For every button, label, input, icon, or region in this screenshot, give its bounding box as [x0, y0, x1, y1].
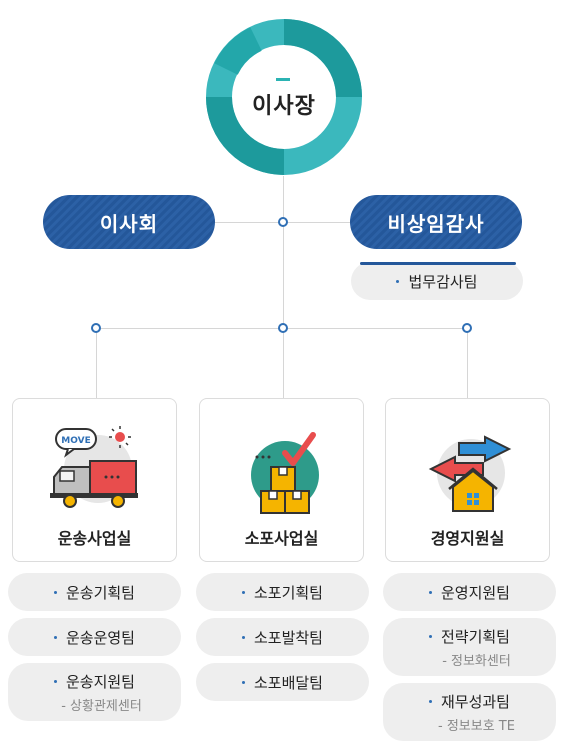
bullet-icon	[241, 635, 245, 639]
team-label: 소포배달팀	[253, 673, 323, 692]
moving-truck-icon: MOVE	[50, 426, 138, 508]
team-sub-label: - 정보화센터	[442, 653, 511, 669]
dept-card-management: 경영지원실	[385, 398, 550, 562]
bullet-icon	[241, 590, 245, 594]
team-label: 재무성과팀	[440, 692, 510, 711]
dept-name: 소포사업실	[244, 529, 319, 548]
team-item: 소포배달팀	[196, 663, 369, 701]
board-box: 이사회	[43, 195, 215, 249]
chairman-ring	[206, 19, 362, 175]
connector-top-vertical	[283, 176, 284, 328]
move-badge: MOVE	[61, 436, 90, 446]
audit-team-box: 법무감사팀	[351, 262, 523, 300]
team-label: 운송운영팀	[65, 628, 135, 647]
team-label: 소포발착팀	[253, 628, 323, 647]
bullet-icon	[396, 279, 400, 283]
bullet-icon	[53, 635, 57, 639]
bullet-icon	[428, 634, 432, 638]
bullet-icon	[428, 590, 432, 594]
dept-card-transport: MOVE 운송사업실	[12, 398, 177, 562]
team-label: 전략기획팀	[440, 627, 510, 646]
team-item: 운영지원팀	[383, 573, 556, 611]
bullet-icon	[53, 679, 57, 683]
auditor-box: 비상임감사	[350, 195, 522, 249]
bullet-icon	[241, 680, 245, 684]
team-item: 운송기획팀	[8, 573, 181, 611]
title-dash	[276, 78, 290, 81]
dept-card-parcel: 소포사업실	[199, 398, 364, 562]
connector-dept-left	[96, 328, 97, 398]
audit-team-label: 법무감사팀	[408, 272, 478, 291]
team-label: 운송기획팀	[65, 583, 135, 602]
team-item: 소포기획팀	[196, 573, 369, 611]
parcel-boxes-icon	[251, 432, 319, 514]
team-label: 소포기획팀	[253, 583, 323, 602]
team-sub-label: - 정보보호 TE	[438, 718, 515, 734]
connector-dept-right	[467, 328, 468, 398]
team-label: 운송지원팀	[65, 672, 135, 691]
chairman-title: 이사장	[252, 94, 316, 119]
connector-dept-center	[283, 328, 284, 398]
team-item: 재무성과팀 - 정보보호 TE	[383, 683, 556, 741]
junction-dot-center	[278, 323, 288, 333]
team-sub-label: - 상황관제센터	[61, 698, 142, 714]
bullet-icon	[428, 699, 432, 703]
team-item: 운송지원팀 - 상황관제센터	[8, 663, 181, 721]
team-label: 운영지원팀	[440, 583, 510, 602]
dept-name: 운송사업실	[57, 529, 132, 548]
team-item: 소포발착팀	[196, 618, 369, 656]
team-item: 전략기획팀 - 정보화센터	[383, 618, 556, 676]
house-arrows-icon	[428, 435, 512, 512]
audit-team-accent	[360, 262, 516, 265]
bullet-icon	[53, 590, 57, 594]
dept-name: 경영지원실	[430, 529, 505, 548]
team-item: 운송운영팀	[8, 618, 181, 656]
junction-dot-left	[91, 323, 101, 333]
junction-dot-right	[462, 323, 472, 333]
junction-dot-board	[278, 217, 288, 227]
